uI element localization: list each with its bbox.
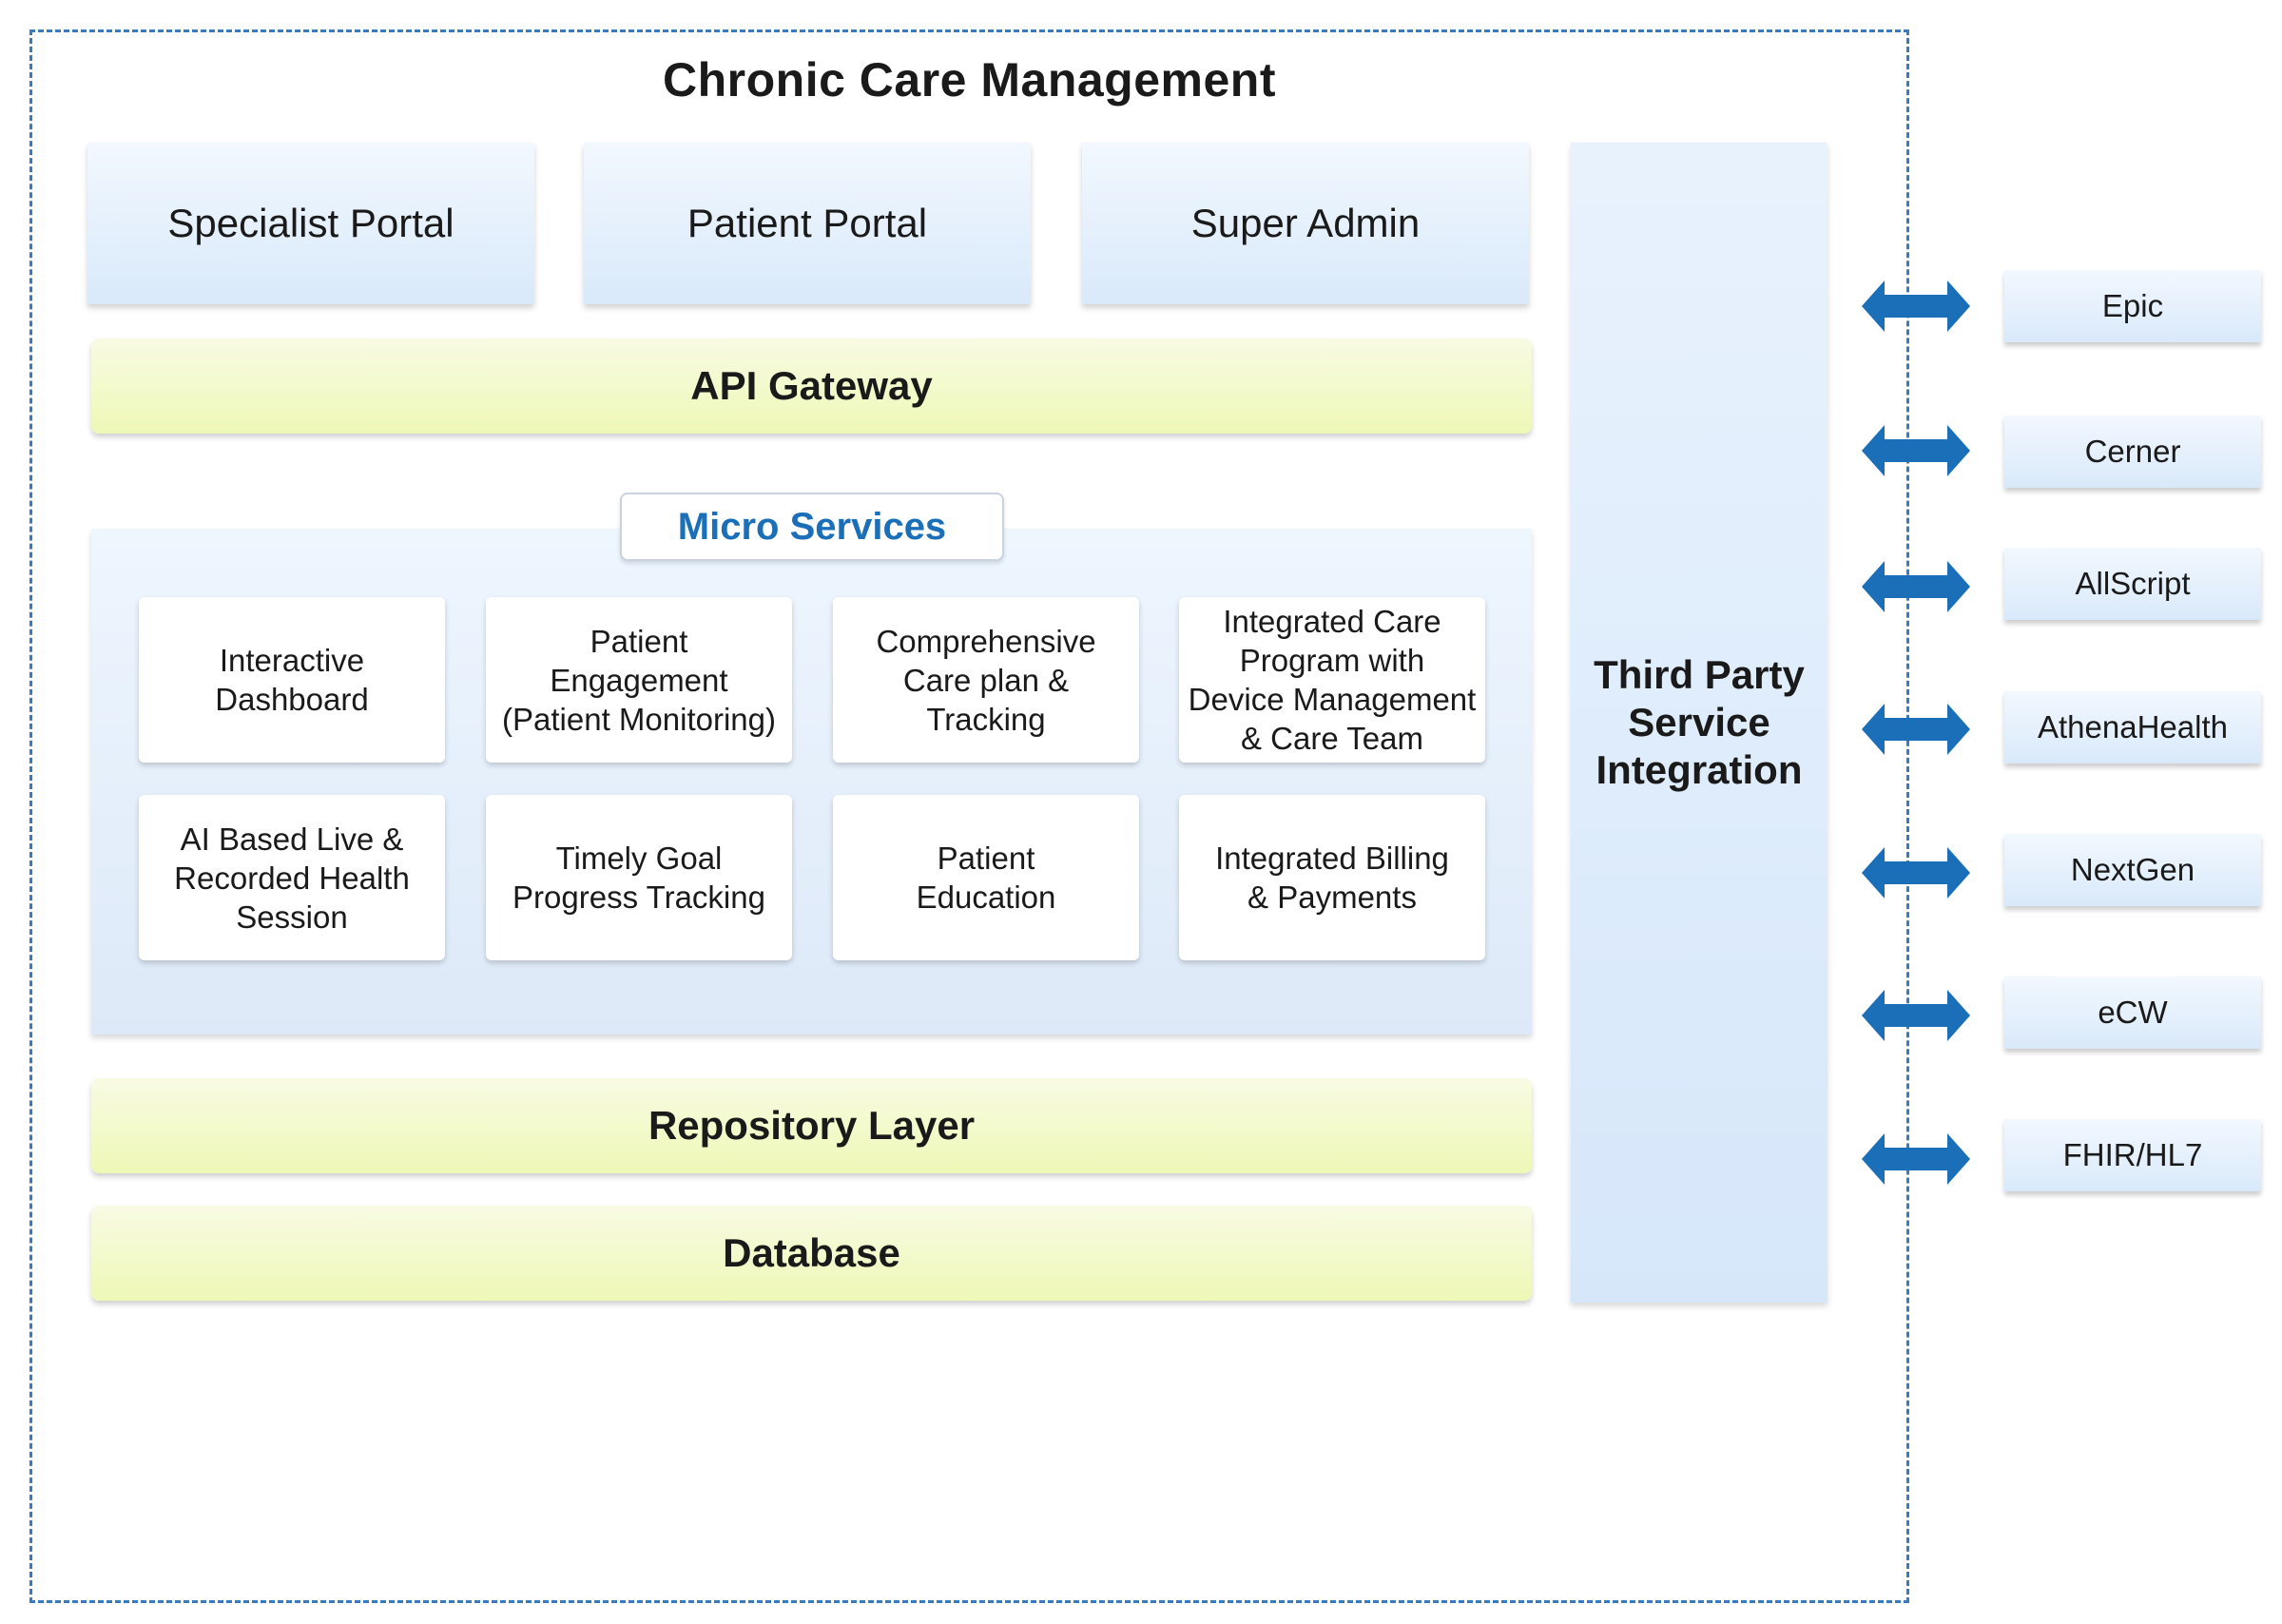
service-goal-progress-tracking: Timely Goal Progress Tracking: [486, 795, 792, 960]
service-comprehensive-care-plan: Comprehensive Care plan & Tracking: [833, 597, 1139, 763]
system-boundary: [29, 29, 1909, 1603]
external-cerner: Cerner: [2004, 416, 2261, 488]
external-fhir-hl7: FHIR/HL7: [2004, 1119, 2261, 1191]
diagram-title: Chronic Care Management: [663, 53, 1276, 106]
specialist-portal-box: Specialist Portal: [87, 143, 534, 304]
service-patient-education: Patient Education: [833, 795, 1139, 960]
service-patient-engagement: Patient Engagement (Patient Monitoring): [486, 597, 792, 763]
external-athenahealth: AthenaHealth: [2004, 691, 2261, 764]
micro-services-label: Micro Services: [620, 493, 1004, 561]
external-nextgen: NextGen: [2004, 834, 2261, 906]
service-billing-payments: Integrated Billing & Payments: [1179, 795, 1485, 960]
bidirectional-arrow-epic: [1862, 280, 1970, 332]
external-ecw: eCW: [2004, 976, 2261, 1049]
bidirectional-arrow-nextgen: [1862, 847, 1970, 899]
service-interactive-dashboard: Interactive Dashboard: [139, 597, 445, 763]
database-layer: Database: [91, 1206, 1532, 1301]
bidirectional-arrow-cerner: [1862, 425, 1970, 476]
api-gateway-layer: API Gateway: [91, 338, 1532, 434]
bidirectional-arrow-allscript: [1862, 561, 1970, 612]
service-ai-health-session: AI Based Live & Recorded Health Session: [139, 795, 445, 960]
repository-layer: Repository Layer: [91, 1078, 1532, 1173]
bidirectional-arrow-fhir-hl7: [1862, 1133, 1970, 1185]
third-party-integration-column: Third Party Service Integration: [1571, 143, 1828, 1303]
external-epic: Epic: [2004, 270, 2261, 342]
external-allscript: AllScript: [2004, 548, 2261, 620]
bidirectional-arrow-athenahealth: [1862, 704, 1970, 755]
third-party-integration-label: Third Party Service Integration: [1594, 652, 1805, 792]
super-admin-box: Super Admin: [1082, 143, 1529, 304]
patient-portal-box: Patient Portal: [584, 143, 1031, 304]
bidirectional-arrow-ecw: [1862, 990, 1970, 1041]
service-integrated-care-program: Integrated Care Program with Device Mana…: [1179, 597, 1485, 763]
